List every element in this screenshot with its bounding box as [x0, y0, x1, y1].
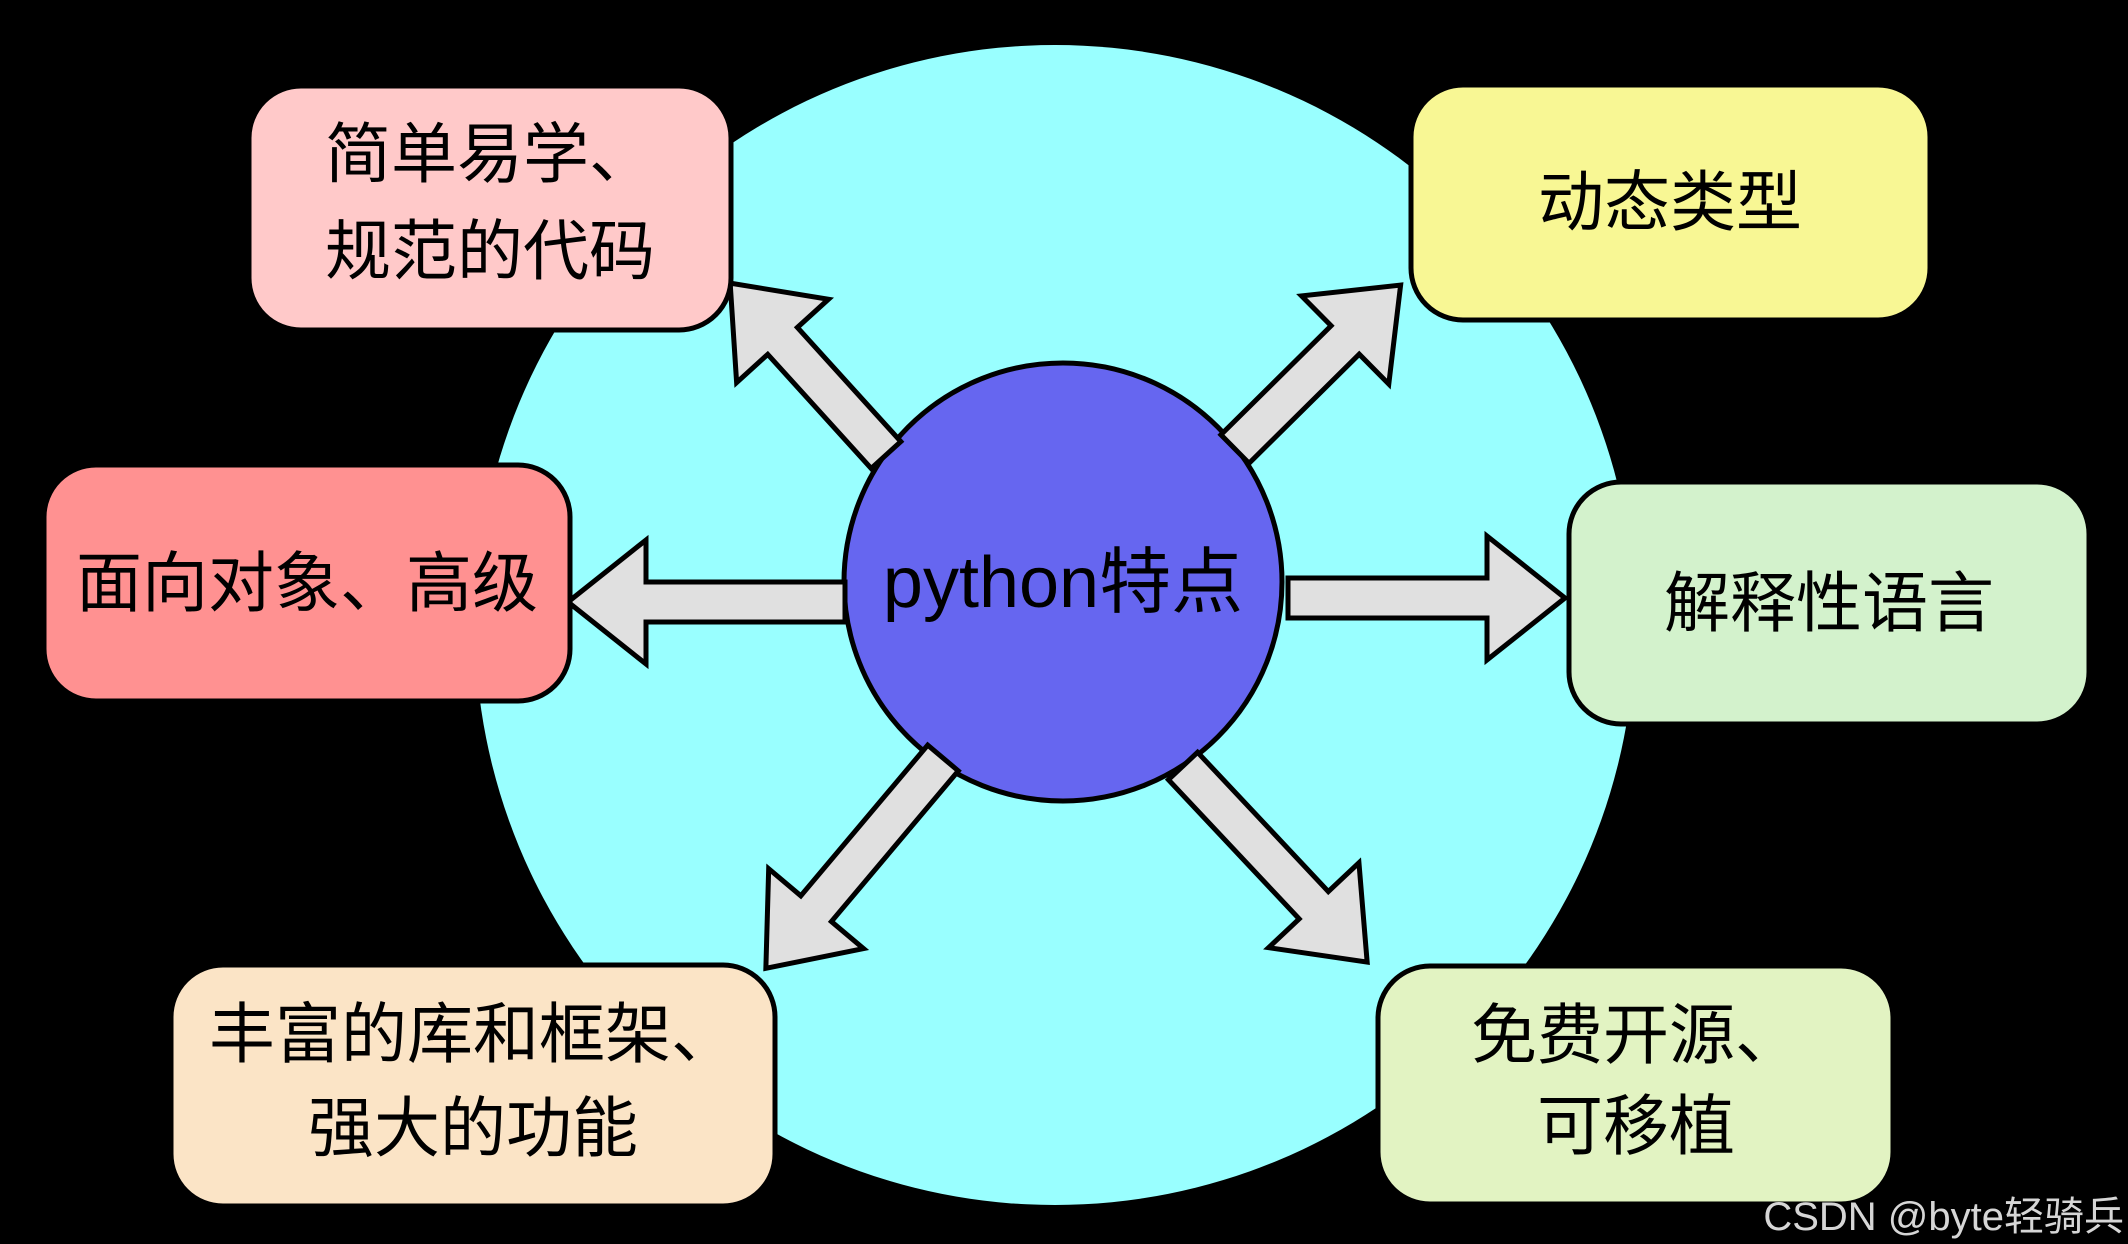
arrow-right-icon: [1285, 530, 1570, 666]
node-top-right-box: [1408, 82, 1933, 323]
node-bottom-left-box: [168, 962, 778, 1209]
arrow-down-left-icon: [763, 741, 962, 972]
node-left: 面向对象、高级: [41, 462, 573, 704]
node-bottom-left: 丰富的库和框架、 强大的功能: [168, 962, 778, 1209]
arrow-up-left-icon: [727, 280, 905, 472]
node-bottom-right: 免费开源、 可移植: [1375, 963, 1896, 1207]
node-top-right-label: 动态类型: [1538, 165, 1802, 239]
node-right: 解释性语言: [1566, 479, 2092, 727]
node-top-left-box: [246, 83, 734, 333]
arrow-down-right-icon: [1164, 748, 1370, 966]
arrow-left-icon: [563, 534, 848, 670]
node-top-left-label-line1: 简单易学、: [325, 117, 655, 191]
watermark: CSDN @byte轻骑兵: [1763, 1195, 2124, 1239]
node-top-left-label-line2: 规范的代码: [325, 214, 655, 288]
node-left-box: [41, 462, 573, 704]
node-bottom-right-label-line2: 可移植: [1537, 1089, 1735, 1163]
arrow-up-right-icon: [1217, 282, 1404, 467]
node-bottom-right-box: [1375, 963, 1896, 1207]
node-bottom-left-label-line2: 强大的功能: [308, 1091, 638, 1165]
node-right-box: [1566, 479, 2092, 727]
node-bottom-right-label-line1: 免费开源、: [1471, 998, 1801, 1072]
node-top-left: 简单易学、 规范的代码: [246, 83, 734, 333]
center-node-label: python特点: [883, 543, 1243, 623]
node-bottom-left-label-line1: 丰富的库和框架、: [209, 997, 737, 1071]
node-left-label: 面向对象、高级: [76, 546, 538, 620]
node-top-right: 动态类型: [1408, 82, 1933, 323]
node-right-label: 解释性语言: [1664, 566, 1994, 640]
arrow-group: [563, 280, 1570, 972]
